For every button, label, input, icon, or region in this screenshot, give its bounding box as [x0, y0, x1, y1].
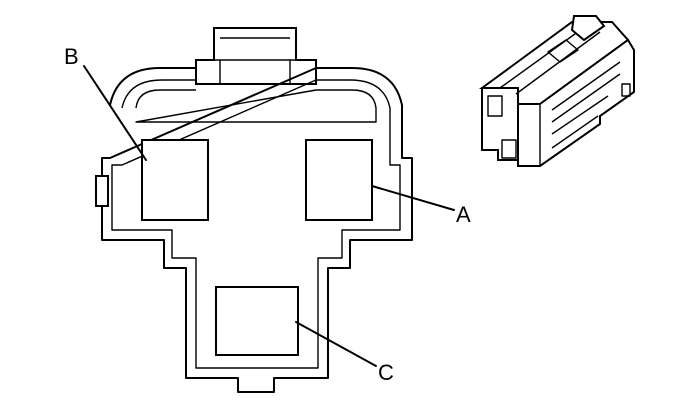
top-latch-tab [195, 27, 317, 85]
side-lock-tab [95, 175, 109, 207]
callout-label-c: C [378, 360, 394, 385]
cavity-a [305, 139, 373, 221]
connector-face-view [95, 27, 413, 393]
leader-line-c [295, 321, 377, 367]
leader-line-b [83, 65, 147, 161]
cavity-b [141, 139, 209, 221]
connector-isometric-view [478, 15, 635, 167]
leader-line-a [371, 185, 455, 211]
housing-inner-wall [111, 79, 401, 369]
cavity-c [215, 286, 299, 356]
callout-label-b: B [64, 44, 79, 69]
callout-label-a: A [456, 202, 471, 227]
